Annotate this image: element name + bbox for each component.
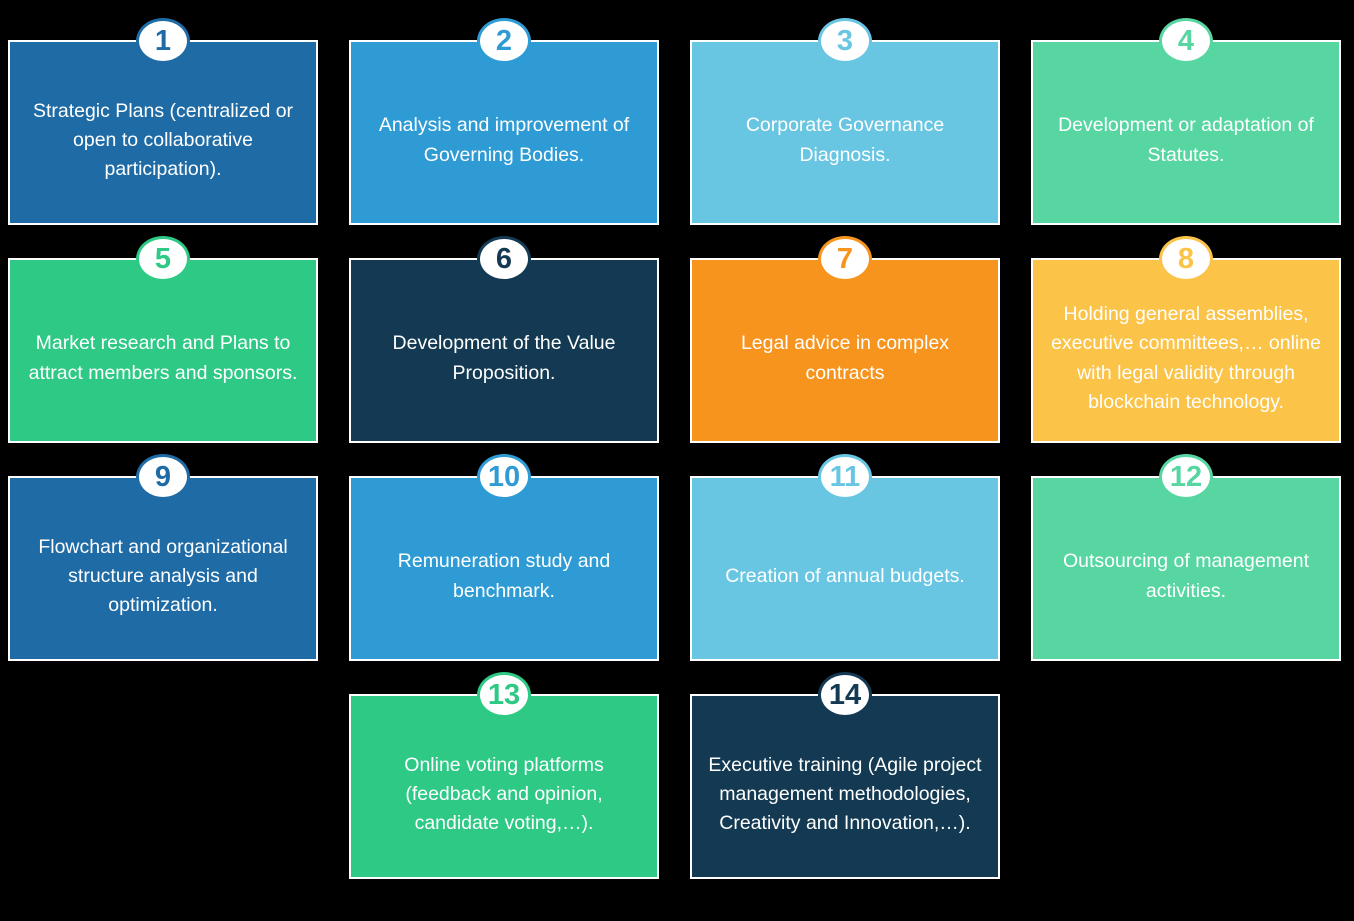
service-number-badge: 4 <box>1159 18 1213 64</box>
service-label: Development of the Value Proposition. <box>392 332 616 384</box>
service-number: 1 <box>154 24 172 57</box>
service-card: 14 Executive training (Agile project man… <box>690 672 1000 879</box>
service-card: 2 Analysis and improvement of Governing … <box>349 18 659 225</box>
services-grid: 1 Strategic Plans (centralized or open t… <box>8 18 1341 879</box>
service-number-badge: 7 <box>818 236 872 282</box>
service-number-badge: 11 <box>818 454 872 500</box>
service-card: 8 Holding general assemblies, executive … <box>1031 236 1341 443</box>
service-number: 11 <box>829 460 861 493</box>
service-label: Flowchart and organizational structure a… <box>38 535 288 617</box>
service-card: 3 Corporate Governance Diagnosis. <box>690 18 1000 225</box>
service-number-badge: 5 <box>136 236 190 282</box>
service-number: 6 <box>495 242 513 275</box>
service-number-badge: 14 <box>818 672 872 718</box>
service-number: 4 <box>1177 24 1195 57</box>
service-card: 5 Market research and Plans to attract m… <box>8 236 318 443</box>
service-label: Corporate Governance Diagnosis. <box>745 114 945 166</box>
service-number: 10 <box>487 460 521 493</box>
service-number: 9 <box>154 460 172 493</box>
service-number-badge: 3 <box>818 18 872 64</box>
service-label: Analysis and improvement of Governing Bo… <box>378 114 630 166</box>
service-card: 12 Outsourcing of management activities. <box>1031 454 1341 661</box>
service-label: Market research and Plans to attract mem… <box>28 332 298 384</box>
service-label: Legal advice in complex contracts <box>740 332 950 384</box>
service-number: 3 <box>836 24 854 57</box>
service-number: 7 <box>836 242 854 275</box>
service-number-badge: 9 <box>136 454 190 500</box>
service-number-badge: 2 <box>477 18 531 64</box>
service-label: Online voting platforms (feedback and op… <box>404 753 604 835</box>
service-label: Strategic Plans (centralized or open to … <box>32 99 294 181</box>
service-label: Executive training (Agile project manage… <box>708 753 982 835</box>
service-card: 11 Creation of annual budgets. <box>690 454 1000 661</box>
service-card: 10 Remuneration study and benchmark. <box>349 454 659 661</box>
service-number: 5 <box>154 242 172 275</box>
service-number: 12 <box>1169 460 1203 493</box>
service-number-badge: 13 <box>477 672 531 718</box>
service-number: 13 <box>487 678 521 711</box>
service-number-badge: 6 <box>477 236 531 282</box>
service-number-badge: 8 <box>1159 236 1213 282</box>
service-number-badge: 1 <box>136 18 190 64</box>
service-label: Remuneration study and benchmark. <box>397 550 611 602</box>
service-label: Development or adaptation of Statutes. <box>1058 114 1314 166</box>
service-card: 9 Flowchart and organizational structure… <box>8 454 318 661</box>
service-label: Holding general assemblies, executive co… <box>1051 303 1321 413</box>
service-card: 7 Legal advice in complex contracts <box>690 236 1000 443</box>
service-number-badge: 10 <box>477 454 531 500</box>
service-label: Creation of annual budgets. <box>725 564 965 587</box>
service-number: 8 <box>1177 242 1195 275</box>
service-number-badge: 12 <box>1159 454 1213 500</box>
service-card: 4 Development or adaptation of Statutes. <box>1031 18 1341 225</box>
service-card: 1 Strategic Plans (centralized or open t… <box>8 18 318 225</box>
service-number: 14 <box>828 678 862 711</box>
service-number: 2 <box>495 24 513 57</box>
service-card: 13 Online voting platforms (feedback and… <box>349 672 659 879</box>
service-label: Outsourcing of management activities. <box>1062 550 1310 602</box>
service-card: 6 Development of the Value Proposition. <box>349 236 659 443</box>
